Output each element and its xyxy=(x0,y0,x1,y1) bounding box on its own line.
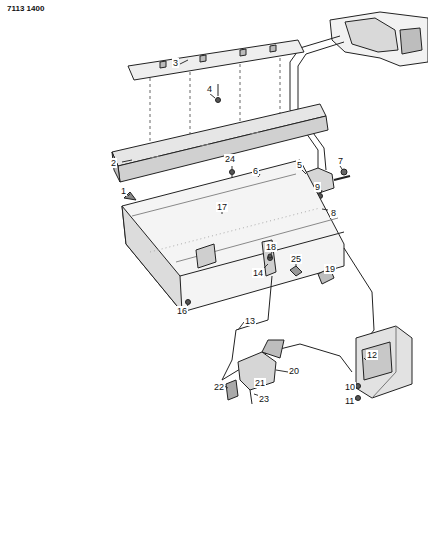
callout-number: 9 xyxy=(314,182,321,192)
callout-number: 5 xyxy=(296,160,303,170)
callout-number: 21 xyxy=(254,378,266,388)
callout-number: 10 xyxy=(344,382,356,392)
callout-number: 2 xyxy=(110,158,117,168)
callout-number: 3 xyxy=(172,58,179,68)
callout-number: 23 xyxy=(258,394,270,404)
callout-number: 8 xyxy=(330,208,337,218)
callout-number: 25 xyxy=(290,254,302,264)
callout-number: 12 xyxy=(366,350,378,360)
callout-number: 4 xyxy=(206,84,213,94)
callout-number: 19 xyxy=(324,264,336,274)
callout-number: 1 xyxy=(120,186,127,196)
callout-number: 13 xyxy=(244,316,256,326)
callout-number: 17 xyxy=(216,202,228,212)
callout-number: 6 xyxy=(252,166,259,176)
callout-number: 16 xyxy=(176,306,188,316)
callout-number: 24 xyxy=(224,154,236,164)
callout-number: 20 xyxy=(288,366,300,376)
callout-number: 11 xyxy=(344,396,355,406)
drawing-number: 7113 1400 xyxy=(6,4,45,14)
callout-number: 22 xyxy=(213,382,225,392)
callout-number: 7 xyxy=(337,156,344,166)
callout-number: 14 xyxy=(252,268,264,278)
callout-number: 18 xyxy=(265,242,277,252)
